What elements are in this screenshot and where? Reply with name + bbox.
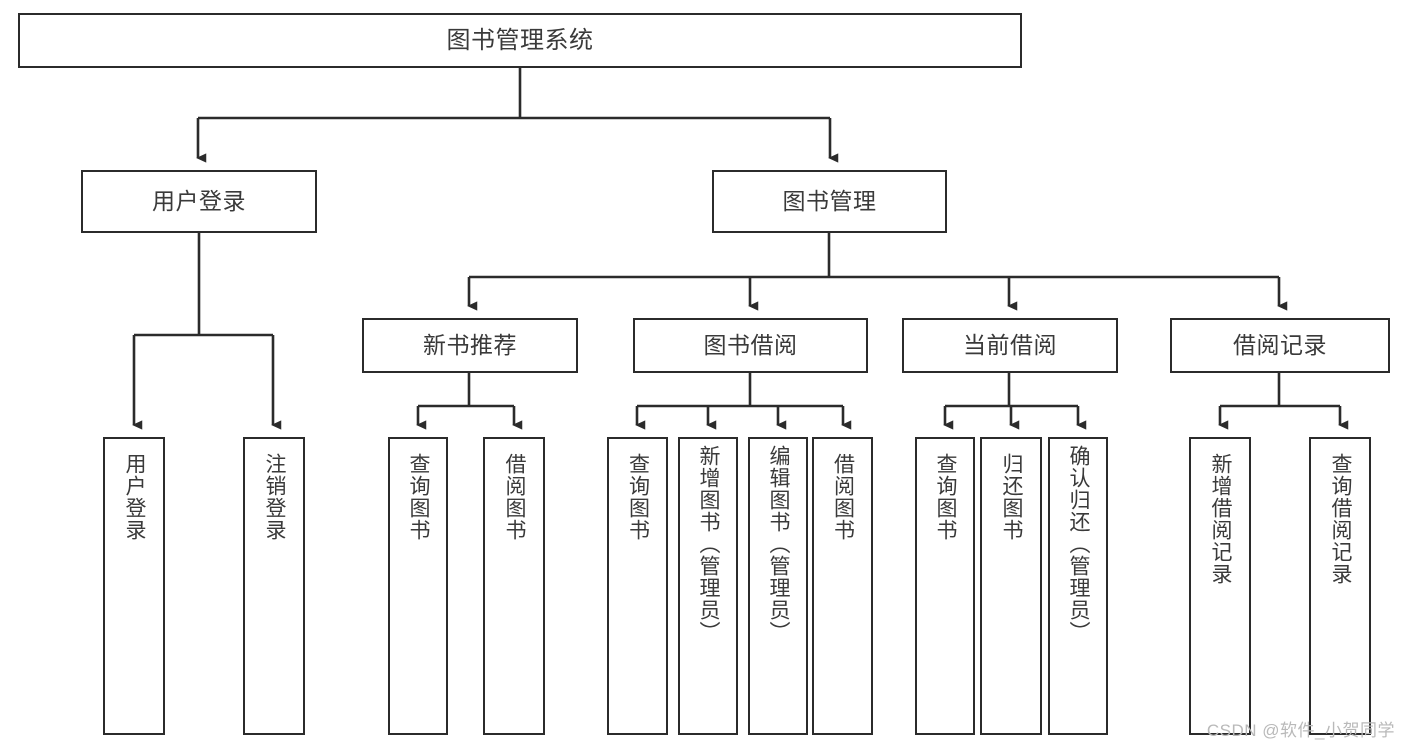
node-new-book-recommend[interactable]: 新书推荐 xyxy=(362,318,578,373)
node-leaf-user-login[interactable]: 用户登录 xyxy=(103,437,165,735)
node-root-label: 图书管理系统 xyxy=(446,26,594,54)
node-book-borrow-label: 图书借阅 xyxy=(703,332,798,359)
node-leaf-return-book[interactable]: 归还图书 xyxy=(980,437,1042,735)
node-leaf-add-book-label: 新增图书（管理员） xyxy=(697,445,721,643)
csdn-watermark: CSDN @软件_小贺同学 xyxy=(1206,721,1395,740)
node-leaf-borrow-book-2[interactable]: 借阅图书 xyxy=(812,437,873,735)
node-leaf-borrow-book-1-label: 借阅图书 xyxy=(503,453,527,541)
node-leaf-add-record-label: 新增借阅记录 xyxy=(1209,453,1233,585)
node-leaf-borrow-book-1[interactable]: 借阅图书 xyxy=(483,437,545,735)
node-leaf-query-book-3[interactable]: 查询图书 xyxy=(915,437,975,735)
node-leaf-query-record-label: 查询借阅记录 xyxy=(1329,453,1353,585)
node-leaf-query-book-1-label: 查询图书 xyxy=(407,453,431,541)
node-leaf-add-book[interactable]: 新增图书（管理员） xyxy=(678,437,738,735)
node-leaf-query-book-1[interactable]: 查询图书 xyxy=(388,437,448,735)
node-leaf-borrow-book-2-label: 借阅图书 xyxy=(831,453,855,541)
node-borrow-record-label: 借阅记录 xyxy=(1233,332,1327,359)
node-leaf-query-book-2-label: 查询图书 xyxy=(626,453,650,541)
node-current-borrow[interactable]: 当前借阅 xyxy=(902,318,1118,373)
node-current-borrow-label: 当前借阅 xyxy=(963,332,1057,359)
node-new-book-recommend-label: 新书推荐 xyxy=(423,332,517,359)
node-leaf-edit-book-label: 编辑图书（管理员） xyxy=(767,445,791,643)
node-leaf-confirm-return-label: 确认归还（管理员） xyxy=(1067,445,1091,643)
node-borrow-record[interactable]: 借阅记录 xyxy=(1170,318,1390,373)
node-book-manage[interactable]: 图书管理 xyxy=(712,170,947,233)
node-leaf-user-logout[interactable]: 注销登录 xyxy=(243,437,305,735)
node-leaf-edit-book[interactable]: 编辑图书（管理员） xyxy=(748,437,808,735)
node-leaf-query-book-3-label: 查询图书 xyxy=(934,453,958,541)
node-leaf-return-book-label: 归还图书 xyxy=(1000,453,1024,541)
node-leaf-user-logout-label: 注销登录 xyxy=(263,453,287,541)
node-user-login-label: 用户登录 xyxy=(152,188,246,215)
node-leaf-query-record[interactable]: 查询借阅记录 xyxy=(1309,437,1371,735)
node-leaf-query-book-2[interactable]: 查询图书 xyxy=(607,437,668,735)
node-book-manage-label: 图书管理 xyxy=(782,188,877,215)
node-user-login[interactable]: 用户登录 xyxy=(81,170,317,233)
node-leaf-add-record[interactable]: 新增借阅记录 xyxy=(1189,437,1251,735)
node-leaf-confirm-return[interactable]: 确认归还（管理员） xyxy=(1048,437,1108,735)
node-leaf-user-login-label: 用户登录 xyxy=(123,453,147,541)
node-book-borrow[interactable]: 图书借阅 xyxy=(633,318,868,373)
node-root[interactable]: 图书管理系统 xyxy=(18,13,1022,68)
